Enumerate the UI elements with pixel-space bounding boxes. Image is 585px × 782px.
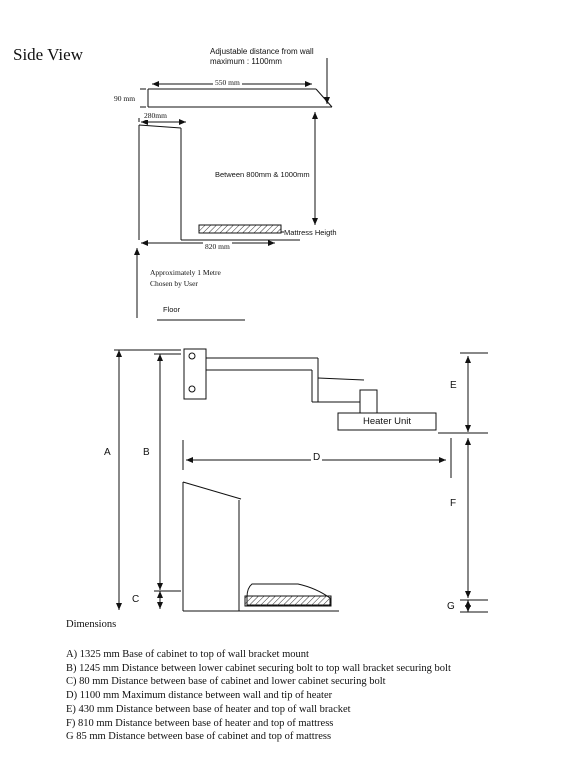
dimension-item-b: B) 1245 mm Distance between lower cabine… [66, 662, 451, 674]
label-b: B [143, 447, 150, 458]
mattress [244, 583, 332, 607]
heater-arm [206, 357, 365, 403]
top-heater-arm [147, 88, 333, 108]
bracket-bolt-top [188, 352, 196, 360]
dimensions-title: Dimensions [66, 619, 117, 630]
label-c: C [132, 594, 140, 605]
heater-unit [337, 412, 437, 431]
heater-joint [359, 389, 378, 414]
dimension-item-e: E) 430 mm Distance between base of heate… [66, 703, 351, 715]
label-e: E [450, 380, 457, 391]
dimensions-list: A) 1325 mm Base of cabinet to top of wal… [66, 648, 451, 744]
dimension-item-g: G 85 mm Distance between base of cabinet… [66, 731, 332, 743]
mattress-height-label: Mattress Heigth [284, 228, 337, 237]
cabinet [182, 481, 339, 612]
label-d: D [311, 452, 323, 463]
adjustable-note-line1: Adjustable distance from wall [210, 47, 314, 56]
adjustable-note-line2: maximum : 1100mm [210, 57, 282, 66]
wall-bracket [183, 348, 207, 400]
dimension-item-d: D) 1100 mm Maximum distance between wall… [66, 690, 333, 702]
approx-line1: Approximately 1 Metre [150, 268, 221, 277]
label-a: A [104, 447, 111, 458]
bottom-view-diagram [114, 348, 488, 613]
dimension-item-f: F) 810 mm Distance between base of heate… [66, 717, 334, 729]
label-g: G [447, 601, 455, 612]
approx-line2: Chosen by User [150, 279, 198, 288]
dim-90-label: 90 mm [114, 94, 136, 103]
heater-unit-label: Heater Unit [363, 416, 412, 427]
dim-820-label: 820 mm [203, 242, 232, 251]
top-cabinet [138, 118, 182, 240]
floor-label: Floor [163, 305, 181, 314]
bracket-bolt-bottom [188, 385, 196, 393]
label-f: F [450, 498, 457, 509]
dimension-item-a: A) 1325 mm Base of cabinet to top of wal… [66, 649, 309, 660]
dimension-item-c: C) 80 mm Distance between base of cabine… [66, 676, 386, 688]
page-title: Side View [13, 45, 83, 64]
top-mattress [198, 224, 282, 234]
dim-280-label: 280mm [144, 111, 167, 120]
between-range-label: Between 800mm & 1000mm [215, 170, 310, 179]
dim-550-label: 550 mm [213, 78, 242, 87]
top-view-diagram [134, 58, 333, 321]
